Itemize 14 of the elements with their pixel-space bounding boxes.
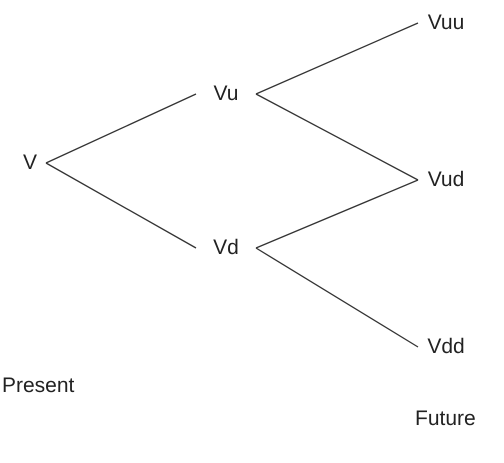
tree-branch-line: [256, 247, 418, 348]
node-label: Vud: [428, 168, 464, 192]
tree-branch-line: [256, 179, 418, 249]
node-label: Vuu: [428, 11, 464, 35]
time-label: Future: [415, 407, 476, 431]
node-label: Vu: [214, 82, 238, 106]
tree-branch-line: [256, 93, 418, 181]
node-label: Vd: [213, 236, 239, 260]
time-label: Present: [2, 374, 74, 398]
tree-branch-line: [46, 162, 196, 249]
node-label: V: [22, 151, 37, 175]
node-label: Vdd: [427, 335, 465, 359]
tree-branch-line: [256, 22, 418, 95]
tree-branch-line: [46, 93, 196, 164]
